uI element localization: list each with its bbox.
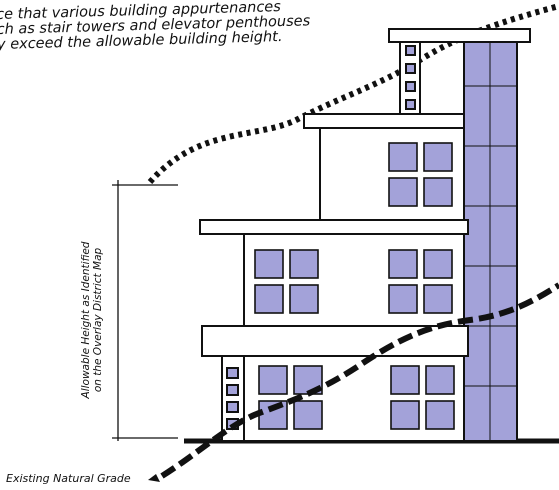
natural-grade-line xyxy=(160,282,559,479)
window xyxy=(390,365,420,395)
window xyxy=(289,284,319,314)
window xyxy=(423,284,453,314)
window xyxy=(388,142,418,172)
window xyxy=(289,249,319,279)
window xyxy=(388,249,418,279)
roof-slab-top xyxy=(388,28,531,43)
windows xyxy=(254,142,455,430)
window xyxy=(388,284,418,314)
window xyxy=(254,284,284,314)
window xyxy=(293,365,323,395)
middle-floor-slab xyxy=(199,219,469,235)
dimension-label-line-1: Allowable Height as Identified xyxy=(80,241,92,399)
window xyxy=(425,400,455,430)
dimension-label-line-2: on the Overlay District Map xyxy=(92,247,104,393)
window xyxy=(258,365,288,395)
window xyxy=(293,400,323,430)
window xyxy=(423,142,453,172)
upper-floor-slab xyxy=(303,113,465,129)
window xyxy=(425,365,455,395)
grade-pointer-icon xyxy=(148,474,160,482)
upper-floor xyxy=(319,126,465,223)
window xyxy=(423,249,453,279)
elevator-tower xyxy=(463,39,518,442)
window xyxy=(388,177,418,207)
stair-tower-top xyxy=(399,41,421,117)
window xyxy=(423,177,453,207)
window xyxy=(254,249,284,279)
window xyxy=(390,400,420,430)
natural-grade-label: Existing Natural Grade xyxy=(6,472,131,485)
